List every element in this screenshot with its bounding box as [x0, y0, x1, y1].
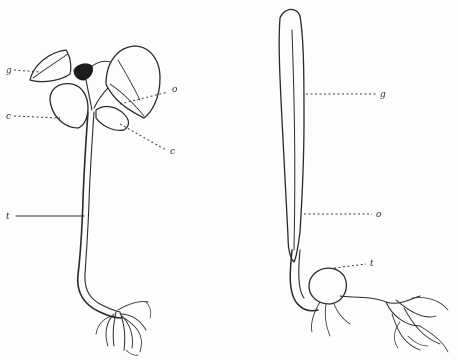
left-stem: [78, 112, 122, 318]
left-seedling: g c o c t: [6, 46, 178, 355]
label-stem: t: [6, 212, 10, 222]
right-lower-stem: [290, 250, 318, 311]
left-cotyledon-left: [50, 84, 88, 128]
left-plumule: [74, 64, 93, 80]
label-cotyledon-right: c: [170, 147, 175, 157]
label-leaf: o: [172, 85, 178, 95]
right-seedling: g o t: [279, 9, 448, 352]
right-labels: g o t: [304, 90, 386, 269]
right-roots: [311, 296, 448, 352]
left-roots: [96, 301, 151, 355]
label-plumule: g: [6, 66, 12, 76]
left-cotyledon-right: [96, 107, 129, 131]
right-sheath: [279, 9, 304, 262]
label-cotyledon-left: c: [6, 112, 11, 122]
label-right-lower: t: [370, 259, 374, 269]
right-seed: [309, 268, 346, 304]
label-right-middle: o: [376, 210, 382, 220]
label-right-upper: g: [380, 90, 386, 100]
